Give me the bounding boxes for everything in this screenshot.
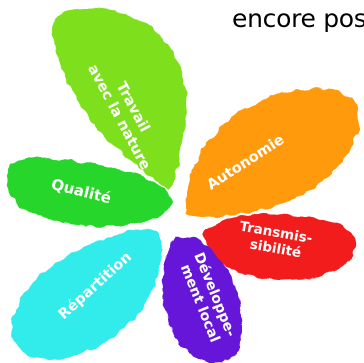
petal-shape-qualite [6,157,174,227]
petal-shape-autonomie [186,88,360,217]
petal-shape-developpement [162,236,242,363]
petal-transmissibilite: Transmis- sibilité [204,214,357,281]
petal-developpement: Développe- ment local [162,236,242,363]
petal-shape-transmissibilite [204,214,357,281]
petal-autonomie: Autonomie [186,88,360,217]
petal-shape-repartition [11,229,162,360]
petal-qualite: Qualité [6,157,174,227]
petal-shape-travail [53,7,187,190]
petal-travail: Travail avec la nature [53,7,187,190]
page-heading: encore pos [232,4,364,33]
petal-repartition: Répartition [11,229,162,360]
